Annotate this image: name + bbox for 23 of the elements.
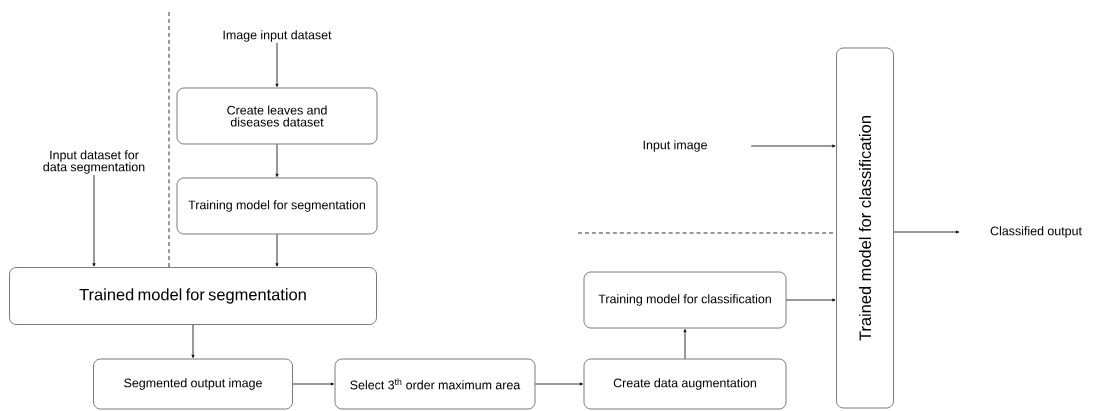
- arrow: [785, 298, 836, 302]
- process-box: Trained model for segmentation: [9, 267, 377, 325]
- arrow: [893, 230, 960, 234]
- arrow: [191, 324, 195, 358]
- input-label: Input image: [643, 140, 707, 152]
- process-box: Training model for segmentation: [176, 177, 378, 235]
- arrow: [275, 42, 279, 87]
- arrow: [534, 382, 583, 386]
- process-box: Create leaves and diseases dataset: [176, 87, 378, 145]
- arrow: [92, 174, 96, 267]
- input-label: Image input dataset: [223, 30, 332, 42]
- process-box: Create data augmentation: [583, 358, 787, 410]
- input-label: Input dataset for data segmentation: [43, 150, 145, 174]
- process-box: Trained model for classification: [836, 47, 894, 409]
- arrow: [683, 329, 687, 360]
- process-box: Training model for classification: [583, 271, 787, 329]
- process-box: Segmented output image: [93, 358, 293, 410]
- arrow: [275, 143, 279, 177]
- input-label: Classified output: [990, 226, 1082, 238]
- arrow: [750, 144, 836, 148]
- process-box: Select 3$^{th}$ order maximum area: [334, 358, 536, 410]
- arrow: [275, 233, 279, 267]
- arrow: [292, 382, 334, 386]
